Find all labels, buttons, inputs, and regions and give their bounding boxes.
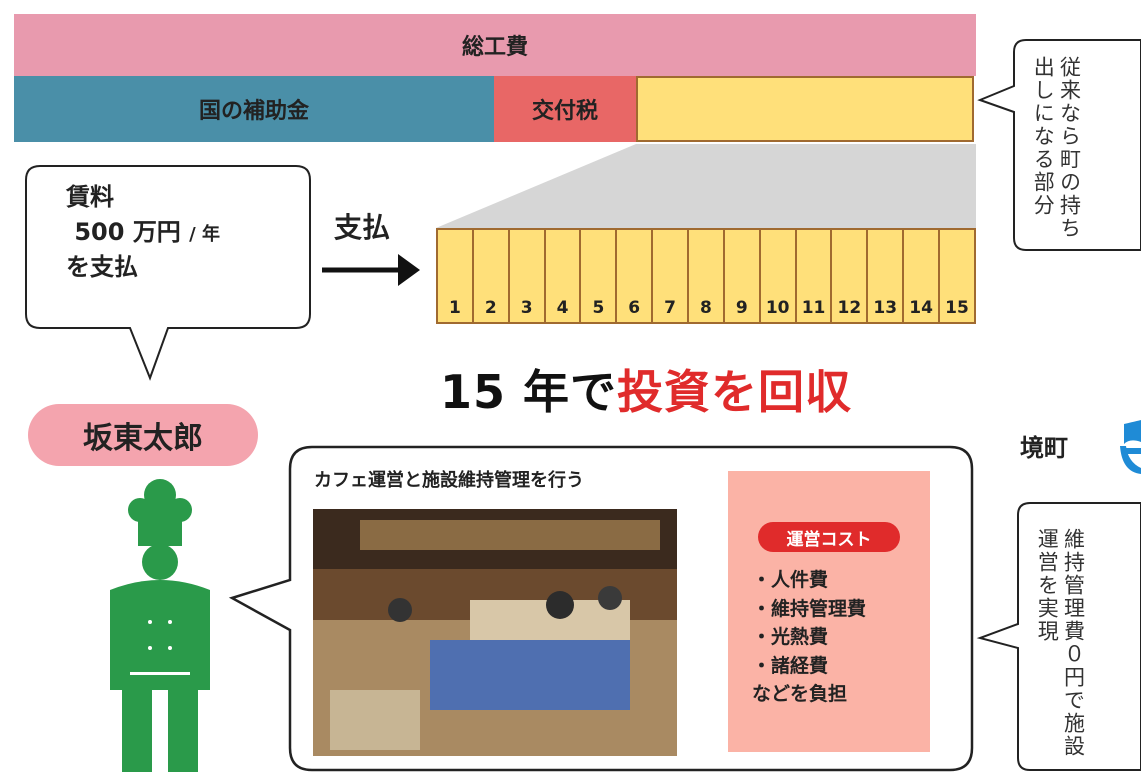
year-cell: 2 (471, 228, 510, 324)
operating-cost-badge: 運営コスト (758, 522, 900, 552)
cost-item: などを負担 (752, 683, 848, 705)
operating-cost-title: 運営コスト (786, 529, 872, 550)
town-share-bar (636, 76, 974, 142)
year-cell: 11 (794, 228, 833, 324)
cost-item: ・光熱費 (752, 626, 829, 648)
payment-arrow-head (398, 254, 420, 286)
town-logo-icon (1120, 420, 1141, 474)
repayment-years-grid: 1 2 3 4 5 6 7 8 9 10 11 12 13 14 15 (436, 228, 976, 324)
cost-item: ・維持管理費 (752, 597, 867, 620)
headline-part-2: 投資を回収 (617, 365, 853, 419)
year-cell: 12 (830, 228, 869, 324)
headline-part-1: 15 年で (440, 365, 618, 419)
rent-unit: / 年 (189, 223, 221, 245)
total-cost-label: 総工費 (461, 35, 528, 60)
cafe-photo (313, 509, 677, 756)
year-cell: 3 (507, 228, 546, 324)
year-cell: 15 (938, 228, 976, 324)
year-cell: 14 (902, 228, 941, 324)
expansion-trapezoid (436, 144, 976, 228)
rent-line-2: 500 万円 / 年 (66, 215, 220, 250)
cost-item: ・諸経費 (752, 654, 829, 677)
rent-line-1: 賃料 (66, 183, 114, 211)
year-cell: 6 (615, 228, 654, 324)
chef-figure (110, 479, 210, 772)
national-subsidy-label: 国の補助金 (198, 99, 309, 124)
year-cell: 5 (579, 228, 618, 324)
year-cell: 13 (866, 228, 905, 324)
national-subsidy-bar: 国の補助金 (14, 76, 494, 142)
total-cost-bar: 総工費 (14, 14, 976, 76)
town-name: 境町 (1020, 434, 1068, 462)
payment-label: 支払 (334, 211, 391, 244)
operating-cost-box (728, 471, 930, 752)
rent-line-3: を支払 (66, 252, 138, 281)
cost-item: ・人件費 (752, 569, 829, 591)
person-name: 坂東太郎 (83, 421, 203, 456)
year-cell: 9 (722, 228, 761, 324)
rent-amount: 500 万円 (74, 217, 181, 246)
year-cell: 8 (687, 228, 725, 324)
rent-speech-bubble (25, 165, 311, 381)
year-cell: 4 (543, 228, 582, 324)
person-name-badge: 坂東太郎 (28, 404, 258, 466)
year-cell: 10 (758, 228, 797, 324)
year-cell: 7 (651, 228, 690, 324)
town-benefit-callout-bubble (976, 502, 1141, 771)
year-cell: 1 (436, 228, 474, 324)
town-share-callout-bubble (977, 39, 1141, 251)
local-allocation-tax-bar: 交付税 (494, 76, 636, 142)
headline: 15 年で投資を回収 (440, 356, 852, 422)
town-benefit-text: 維持管理費０円で施設運営を実現 (1035, 528, 1086, 758)
town-share-callout-text: 従来なら町の持ち出しになる部分 (1031, 56, 1082, 240)
local-allocation-tax-label: 交付税 (531, 99, 598, 124)
operating-cost-list: ・人件費 ・維持管理費 ・光熱費 ・諸経費 などを負担 (752, 566, 866, 709)
cafe-callout-title: カフェ運営と施設維持管理を行う (314, 470, 584, 491)
rent-callout-text: 賃料 500 万円 / 年 を支払 (66, 180, 220, 284)
